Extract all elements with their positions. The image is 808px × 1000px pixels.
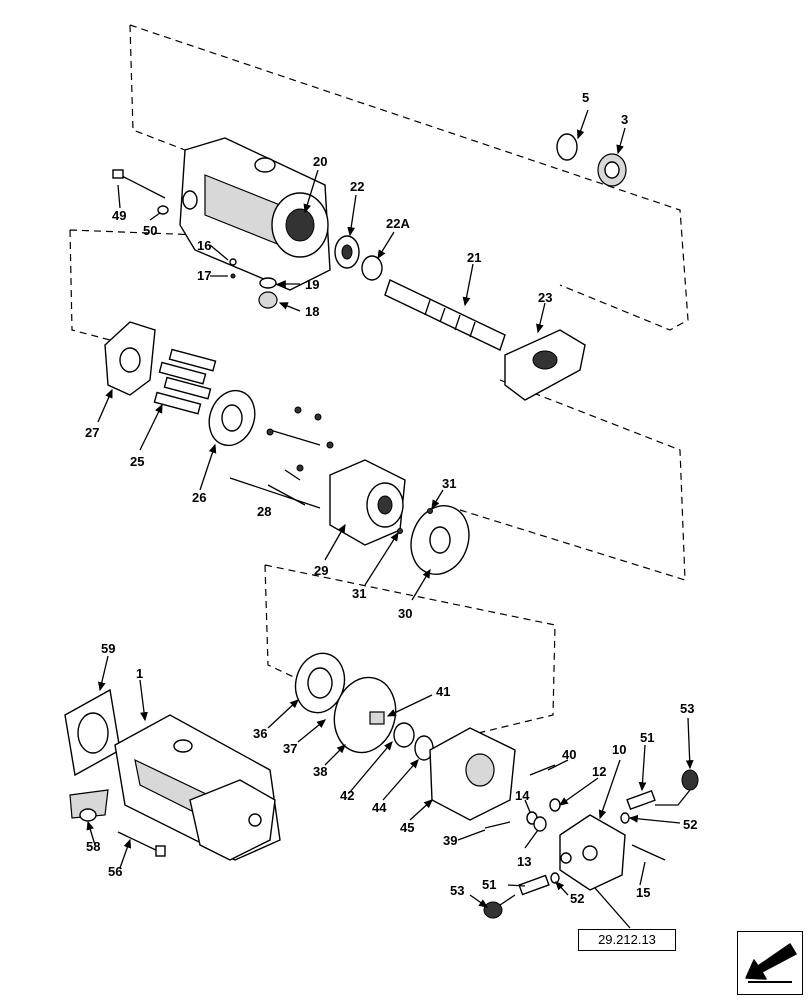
ring-52-left — [550, 872, 560, 884]
washer-50 — [157, 205, 169, 215]
callout-39: 39 — [443, 833, 457, 848]
seal-3 — [597, 153, 627, 187]
callout-56: 56 — [108, 864, 122, 879]
fitting-51-right — [626, 789, 656, 811]
callout-20: 20 — [313, 154, 327, 169]
callout-26: 26 — [192, 490, 206, 505]
swashplate-23 — [504, 329, 586, 401]
valve-plate-30 — [410, 505, 470, 575]
gasket-59 — [64, 688, 121, 777]
callout-30: 30 — [398, 606, 412, 621]
bolt-49 — [112, 169, 166, 199]
callout-53-left: 53 — [450, 883, 464, 898]
nut-58 — [69, 789, 109, 822]
callout-49: 49 — [112, 208, 126, 223]
seal-plate-36 — [294, 652, 346, 714]
retainer-plate-26 — [208, 389, 256, 447]
ring-13 — [533, 816, 547, 832]
callout-42: 42 — [340, 788, 354, 803]
pin-31-upper — [427, 508, 433, 514]
cap-53-right — [655, 769, 699, 806]
callout-23: 23 — [538, 290, 552, 305]
callout-29: 29 — [314, 563, 328, 578]
part-41 — [369, 711, 385, 725]
callout-37: 37 — [283, 741, 297, 756]
callout-10: 10 — [612, 742, 626, 757]
pin-31-lower — [397, 528, 403, 534]
callout-58: 58 — [86, 839, 100, 854]
cylinder-block-29 — [329, 459, 406, 546]
callout-52-left: 52 — [570, 891, 584, 906]
callout-16: 16 — [197, 238, 211, 253]
plate-27 — [104, 321, 156, 396]
callout-3: 3 — [621, 112, 628, 127]
valve-block-10 — [559, 814, 626, 891]
callout-25: 25 — [130, 454, 144, 469]
callout-19: 19 — [305, 277, 319, 292]
ring-19 — [259, 277, 277, 289]
callout-59: 59 — [101, 641, 115, 656]
pump-assembly-1 — [114, 714, 281, 861]
callout-38: 38 — [313, 764, 327, 779]
plug-18 — [258, 291, 278, 309]
snap-ring-5 — [556, 133, 578, 161]
callout-40: 40 — [562, 747, 576, 762]
callout-13: 13 — [517, 854, 531, 869]
bolt-39 — [484, 821, 511, 829]
hardware-28 — [266, 406, 334, 506]
ring-52-right — [620, 812, 630, 824]
callout-22a: 22A — [386, 216, 410, 231]
callout-28: 28 — [257, 504, 271, 519]
callout-44: 44 — [372, 800, 387, 815]
callout-45: 45 — [400, 820, 414, 835]
callout-51-right: 51 — [640, 730, 654, 745]
callout-31-upper: 31 — [442, 476, 456, 491]
seal-12 — [549, 798, 561, 812]
bolt-56 — [117, 831, 166, 857]
callout-52-right: 52 — [683, 817, 697, 832]
callout-15: 15 — [636, 885, 650, 900]
shaft-21 — [384, 279, 506, 351]
callout-27: 27 — [85, 425, 99, 440]
callout-1: 1 — [136, 666, 143, 681]
callout-17: 17 — [197, 268, 211, 283]
dashed-group-line-top — [129, 24, 689, 331]
leader-lines — [86, 109, 694, 929]
bolt-40 — [529, 764, 556, 776]
part-17 — [230, 273, 236, 279]
dashed-group-line-bottom — [264, 564, 556, 736]
cap-53-left — [483, 894, 516, 919]
callout-41: 41 — [436, 684, 450, 699]
callout-31-lower: 31 — [352, 586, 366, 601]
callout-53-right: 53 — [680, 701, 694, 716]
callout-12: 12 — [592, 764, 606, 779]
bearing-42 — [393, 722, 415, 748]
fitting-51-left — [518, 874, 550, 896]
callout-22: 22 — [350, 179, 364, 194]
pistons-25 — [153, 348, 217, 415]
callout-50: 50 — [143, 223, 157, 238]
reference-label: 29.212.13 — [578, 929, 676, 951]
callout-21: 21 — [467, 250, 481, 265]
callout-labels: 5 3 20 22 22A 49 50 16 17 19 18 21 23 27… — [85, 90, 697, 906]
callout-14: 14 — [515, 788, 530, 803]
callout-36: 36 — [253, 726, 267, 741]
bolt-15 — [631, 844, 666, 861]
part-16 — [229, 258, 237, 266]
navigation-button[interactable] — [737, 931, 803, 995]
callout-51-left: 51 — [482, 877, 496, 892]
callout-5: 5 — [582, 90, 589, 105]
bearing-22 — [334, 235, 360, 269]
callout-18: 18 — [305, 304, 319, 319]
snap-ring-22a — [361, 255, 383, 281]
gasket-37 — [333, 676, 397, 754]
arrow-icon — [745, 943, 797, 983]
end-cover-45 — [429, 727, 516, 821]
